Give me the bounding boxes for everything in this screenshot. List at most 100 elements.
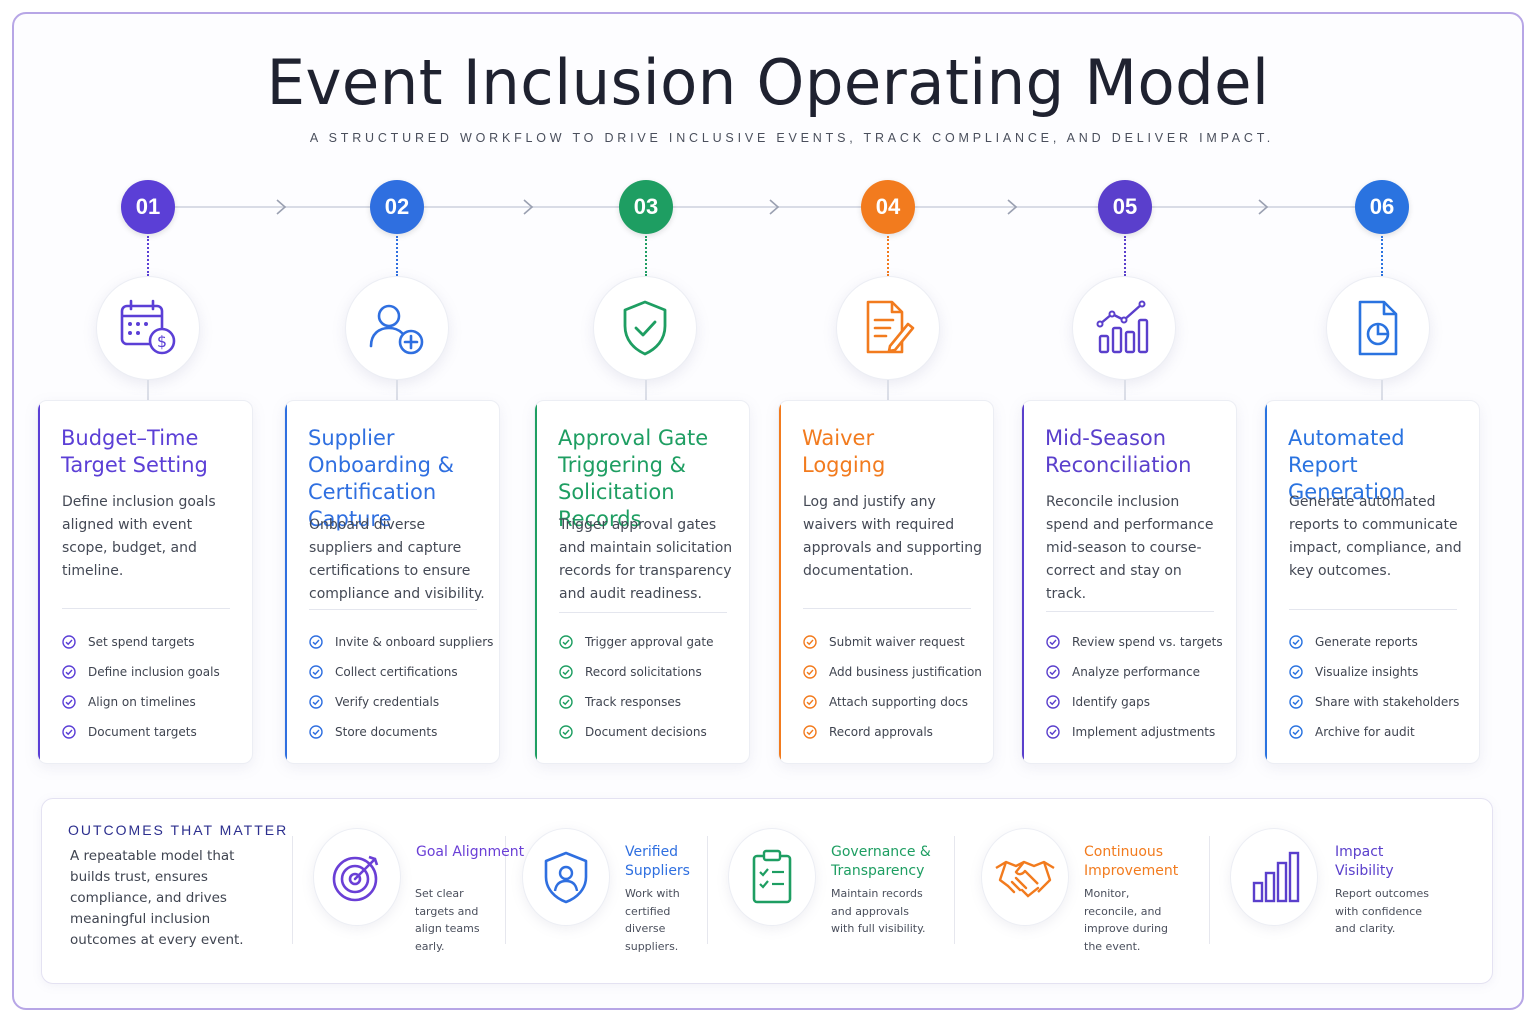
outcome-text: Maintain records and approvals with full… [831,887,926,935]
step-icon-container [1326,276,1430,380]
checklist-label: Invite & onboard suppliers [335,635,494,649]
page-title: Event Inclusion Operating Model [266,46,1270,119]
card-accent [779,401,781,763]
outcome-text: Report outcomes with confidence and clar… [1335,887,1429,935]
checklist-label: Analyze performance [1072,665,1200,679]
check-circle-icon [1289,725,1303,739]
check-circle-icon [62,665,76,679]
card-accent [535,401,537,763]
outcome-text: Set clear targets and align teams early. [415,887,480,953]
chevron-right-icon [1007,199,1018,215]
step-card-02: Supplier Onboarding & Certification Capt… [284,400,500,764]
step-connector [396,236,398,276]
checklist-item: Submit waiver request [803,627,991,657]
step-description: Log and justify any waivers with require… [803,494,983,579]
chevron-right-icon [769,199,780,215]
step-connector [1124,236,1126,276]
step-stem [645,380,647,402]
step-stem [396,380,398,402]
step-icon-container [836,276,940,380]
outcome-title: Verified Suppliers [625,844,690,879]
card-divider [62,608,230,609]
checklist-label: Document targets [88,725,197,739]
chevron-right-icon [276,199,287,215]
step-checklist: Review spend vs. targets Analyze perform… [1046,627,1234,747]
step-card-04: Waiver Logging Log and justify any waive… [778,400,994,764]
step-checklist: Trigger approval gate Record solicitatio… [559,627,747,747]
checklist-label: Visualize insights [1315,665,1419,679]
checklist-item: Generate reports [1289,627,1477,657]
check-circle-icon [309,725,323,739]
handshake-icon [995,860,1055,898]
step-description: Trigger approval gates and maintain soli… [559,517,733,602]
bar-chart-icon [1252,851,1300,903]
checklist-label: Generate reports [1315,635,1418,649]
card-accent [1265,401,1267,763]
check-circle-icon [559,635,573,649]
step-number-02: 02 [370,180,424,234]
check-circle-icon [309,695,323,709]
checklist-item: Define inclusion goals [62,657,250,687]
checklist-item: Attach supporting docs [803,687,991,717]
step-number-04: 04 [861,180,915,234]
document-edit-icon [866,300,915,354]
checklist-item: Store documents [309,717,497,747]
step-icon-container: $ [96,276,200,380]
checklist-item: Analyze performance [1046,657,1234,687]
card-divider [1289,609,1457,610]
checklist-item: Archive for audit [1289,717,1477,747]
checklist-item: Set spend targets [62,627,250,657]
outcome-separator [505,836,506,944]
report-pie-icon [1358,300,1398,356]
check-circle-icon [803,665,817,679]
check-circle-icon [309,635,323,649]
check-circle-icon [803,695,817,709]
step-title: Supplier Onboarding & Certification Capt… [308,426,455,531]
step-connector [887,236,889,276]
target-icon [332,855,379,902]
checklist-label: Trigger approval gate [585,635,714,649]
checklist-item: Collect certifications [309,657,497,687]
checklist-item: Verify credentials [309,687,497,717]
step-card-05: Mid-Season Reconciliation Reconcile incl… [1021,400,1237,764]
outcome-text: Work with certified diverse suppliers. [625,887,680,953]
check-circle-icon [559,725,573,739]
checklist-item: Add business justification [803,657,991,687]
checklist-label: Set spend targets [88,635,195,649]
check-circle-icon [1289,665,1303,679]
card-divider [1046,611,1214,612]
check-circle-icon [803,635,817,649]
checklist-label: Track responses [585,695,681,709]
step-icon-container [593,276,697,380]
checklist-label: Archive for audit [1315,725,1415,739]
check-circle-icon [309,665,323,679]
outcome-title: Goal Alignment [416,844,525,860]
step-stem [147,380,149,402]
step-stem [1381,380,1383,402]
checklist-label: Implement adjustments [1072,725,1216,739]
card-accent [1022,401,1024,763]
checklist-label: Review spend vs. targets [1072,635,1223,649]
checklist-label: Attach supporting docs [829,695,969,709]
svg-text:$: $ [157,332,167,351]
checklist-label: Store documents [335,725,438,739]
step-title: Budget–Time Target Setting [61,426,208,477]
checklist-label: Define inclusion goals [88,665,220,679]
step-description: Onboard diverse suppliers and capture ce… [309,517,485,602]
outcomes-heading: OUTCOMES THAT MATTER [68,822,289,838]
outcome-separator [292,836,293,944]
checklist-item: Identify gaps [1046,687,1234,717]
checklist-label: Align on timelines [88,695,196,709]
step-stem [887,380,889,402]
calendar-dollar-icon: $ [120,299,176,355]
step-description: Reconcile inclusion spend and performanc… [1046,494,1214,602]
timeline-line [148,206,1381,208]
outcome-separator [1209,836,1210,944]
checklist-item: Document targets [62,717,250,747]
step-title: Automated Report Generation [1288,426,1406,504]
check-circle-icon [62,695,76,709]
chevron-right-icon [523,199,534,215]
page-subtitle: A structured workflow to drive inclusive… [309,131,1275,145]
step-title: Waiver Logging [802,426,886,477]
checklist-item: Trigger approval gate [559,627,747,657]
